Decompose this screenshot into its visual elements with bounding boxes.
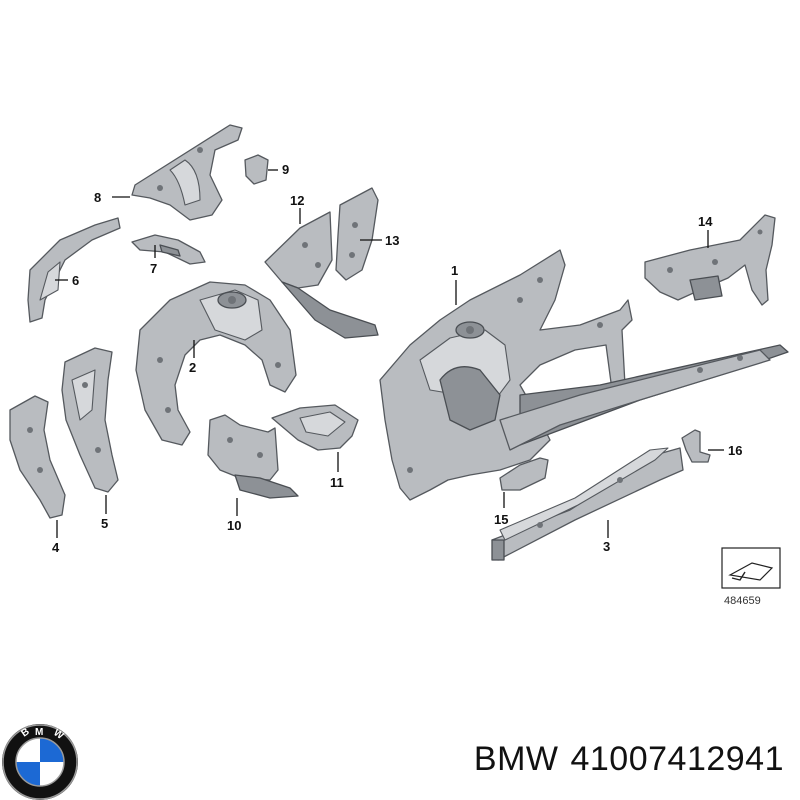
catalog-number: 484659 — [724, 595, 761, 607]
bmw-logo: B M W — [2, 724, 78, 800]
part-10 — [207, 414, 299, 499]
callout-12: 12 — [290, 193, 304, 208]
callout-2: 2 — [189, 360, 196, 375]
callout-9: 9 — [282, 162, 289, 177]
part-8 — [131, 124, 243, 221]
callout-5: 5 — [101, 516, 108, 531]
part-6 — [27, 217, 121, 323]
callout-8: 8 — [94, 190, 101, 205]
part-9 — [244, 154, 269, 185]
part-15 — [499, 457, 549, 491]
callout-7: 7 — [150, 261, 157, 276]
leader-lines — [55, 169, 724, 538]
svg-text:M: M — [35, 727, 43, 738]
catalog-wedge-icon — [728, 562, 774, 581]
part-4 — [9, 395, 66, 519]
callout-6: 6 — [72, 273, 79, 288]
brand-part-number: BMW 41007412941 — [462, 740, 784, 779]
callout-labels: 8 9 12 13 6 7 1 14 2 4 5 10 11 15 3 16 — [52, 162, 742, 555]
callout-1: 1 — [451, 263, 458, 278]
callout-16: 16 — [728, 443, 742, 458]
brand-name: BMW — [473, 740, 559, 778]
callout-10: 10 — [227, 518, 241, 533]
part-12 — [264, 211, 379, 339]
part-7 — [131, 234, 206, 265]
callout-14: 14 — [698, 214, 713, 229]
part-number: 41007412941 — [570, 740, 784, 778]
callout-15: 15 — [494, 512, 508, 527]
part-16 — [681, 429, 711, 463]
part-2 — [135, 281, 297, 446]
callout-4: 4 — [52, 540, 60, 555]
callout-13: 13 — [385, 233, 399, 248]
part-1 — [379, 249, 789, 501]
part-14 — [644, 214, 776, 306]
part-11 — [271, 404, 359, 451]
part-3 — [491, 447, 684, 561]
part-13 — [335, 187, 379, 281]
callout-11: 11 — [330, 475, 344, 490]
part-5 — [61, 347, 119, 493]
callout-3: 3 — [603, 539, 610, 554]
catalog-reference: 484659 — [721, 547, 781, 607]
